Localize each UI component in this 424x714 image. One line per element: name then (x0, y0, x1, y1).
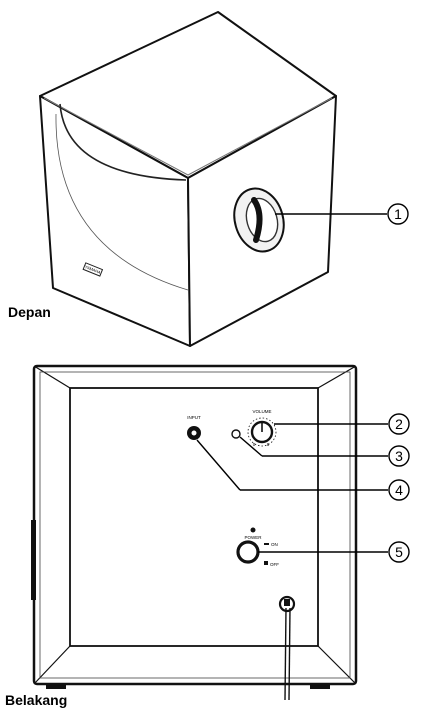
volume-min-label: 0 (253, 442, 256, 447)
power-off-label: OFF (270, 562, 279, 567)
callout-4-number: 4 (395, 482, 403, 498)
indicator-led (231, 429, 241, 439)
callout-2-number: 2 (395, 416, 403, 432)
callout-3-number: 3 (395, 448, 403, 464)
callout-marker (388, 479, 410, 501)
callout-marker (388, 445, 410, 467)
callout-marker (387, 203, 409, 225)
power-label: POWER (244, 535, 262, 540)
callout-marker (388, 413, 410, 435)
front-view (39, 11, 409, 347)
volume-label: VOLUME (252, 409, 271, 414)
rear-view-caption: Belakang (5, 692, 68, 708)
power-cable (278, 595, 296, 701)
callout-1-number: 1 (394, 206, 402, 222)
volume-max-label: 8 (267, 442, 270, 447)
input-label: INPUT (187, 415, 201, 420)
callout-5-number: 5 (395, 544, 403, 560)
power-on-label: ON (271, 542, 278, 547)
rear-view (31, 364, 410, 701)
volume-knob (247, 417, 277, 447)
callout-marker (388, 541, 410, 563)
input-jack (187, 426, 201, 440)
bass-port (233, 187, 285, 253)
brand-badge-text: YAMAHA (84, 264, 102, 275)
front-view-caption: Depan (8, 304, 51, 320)
